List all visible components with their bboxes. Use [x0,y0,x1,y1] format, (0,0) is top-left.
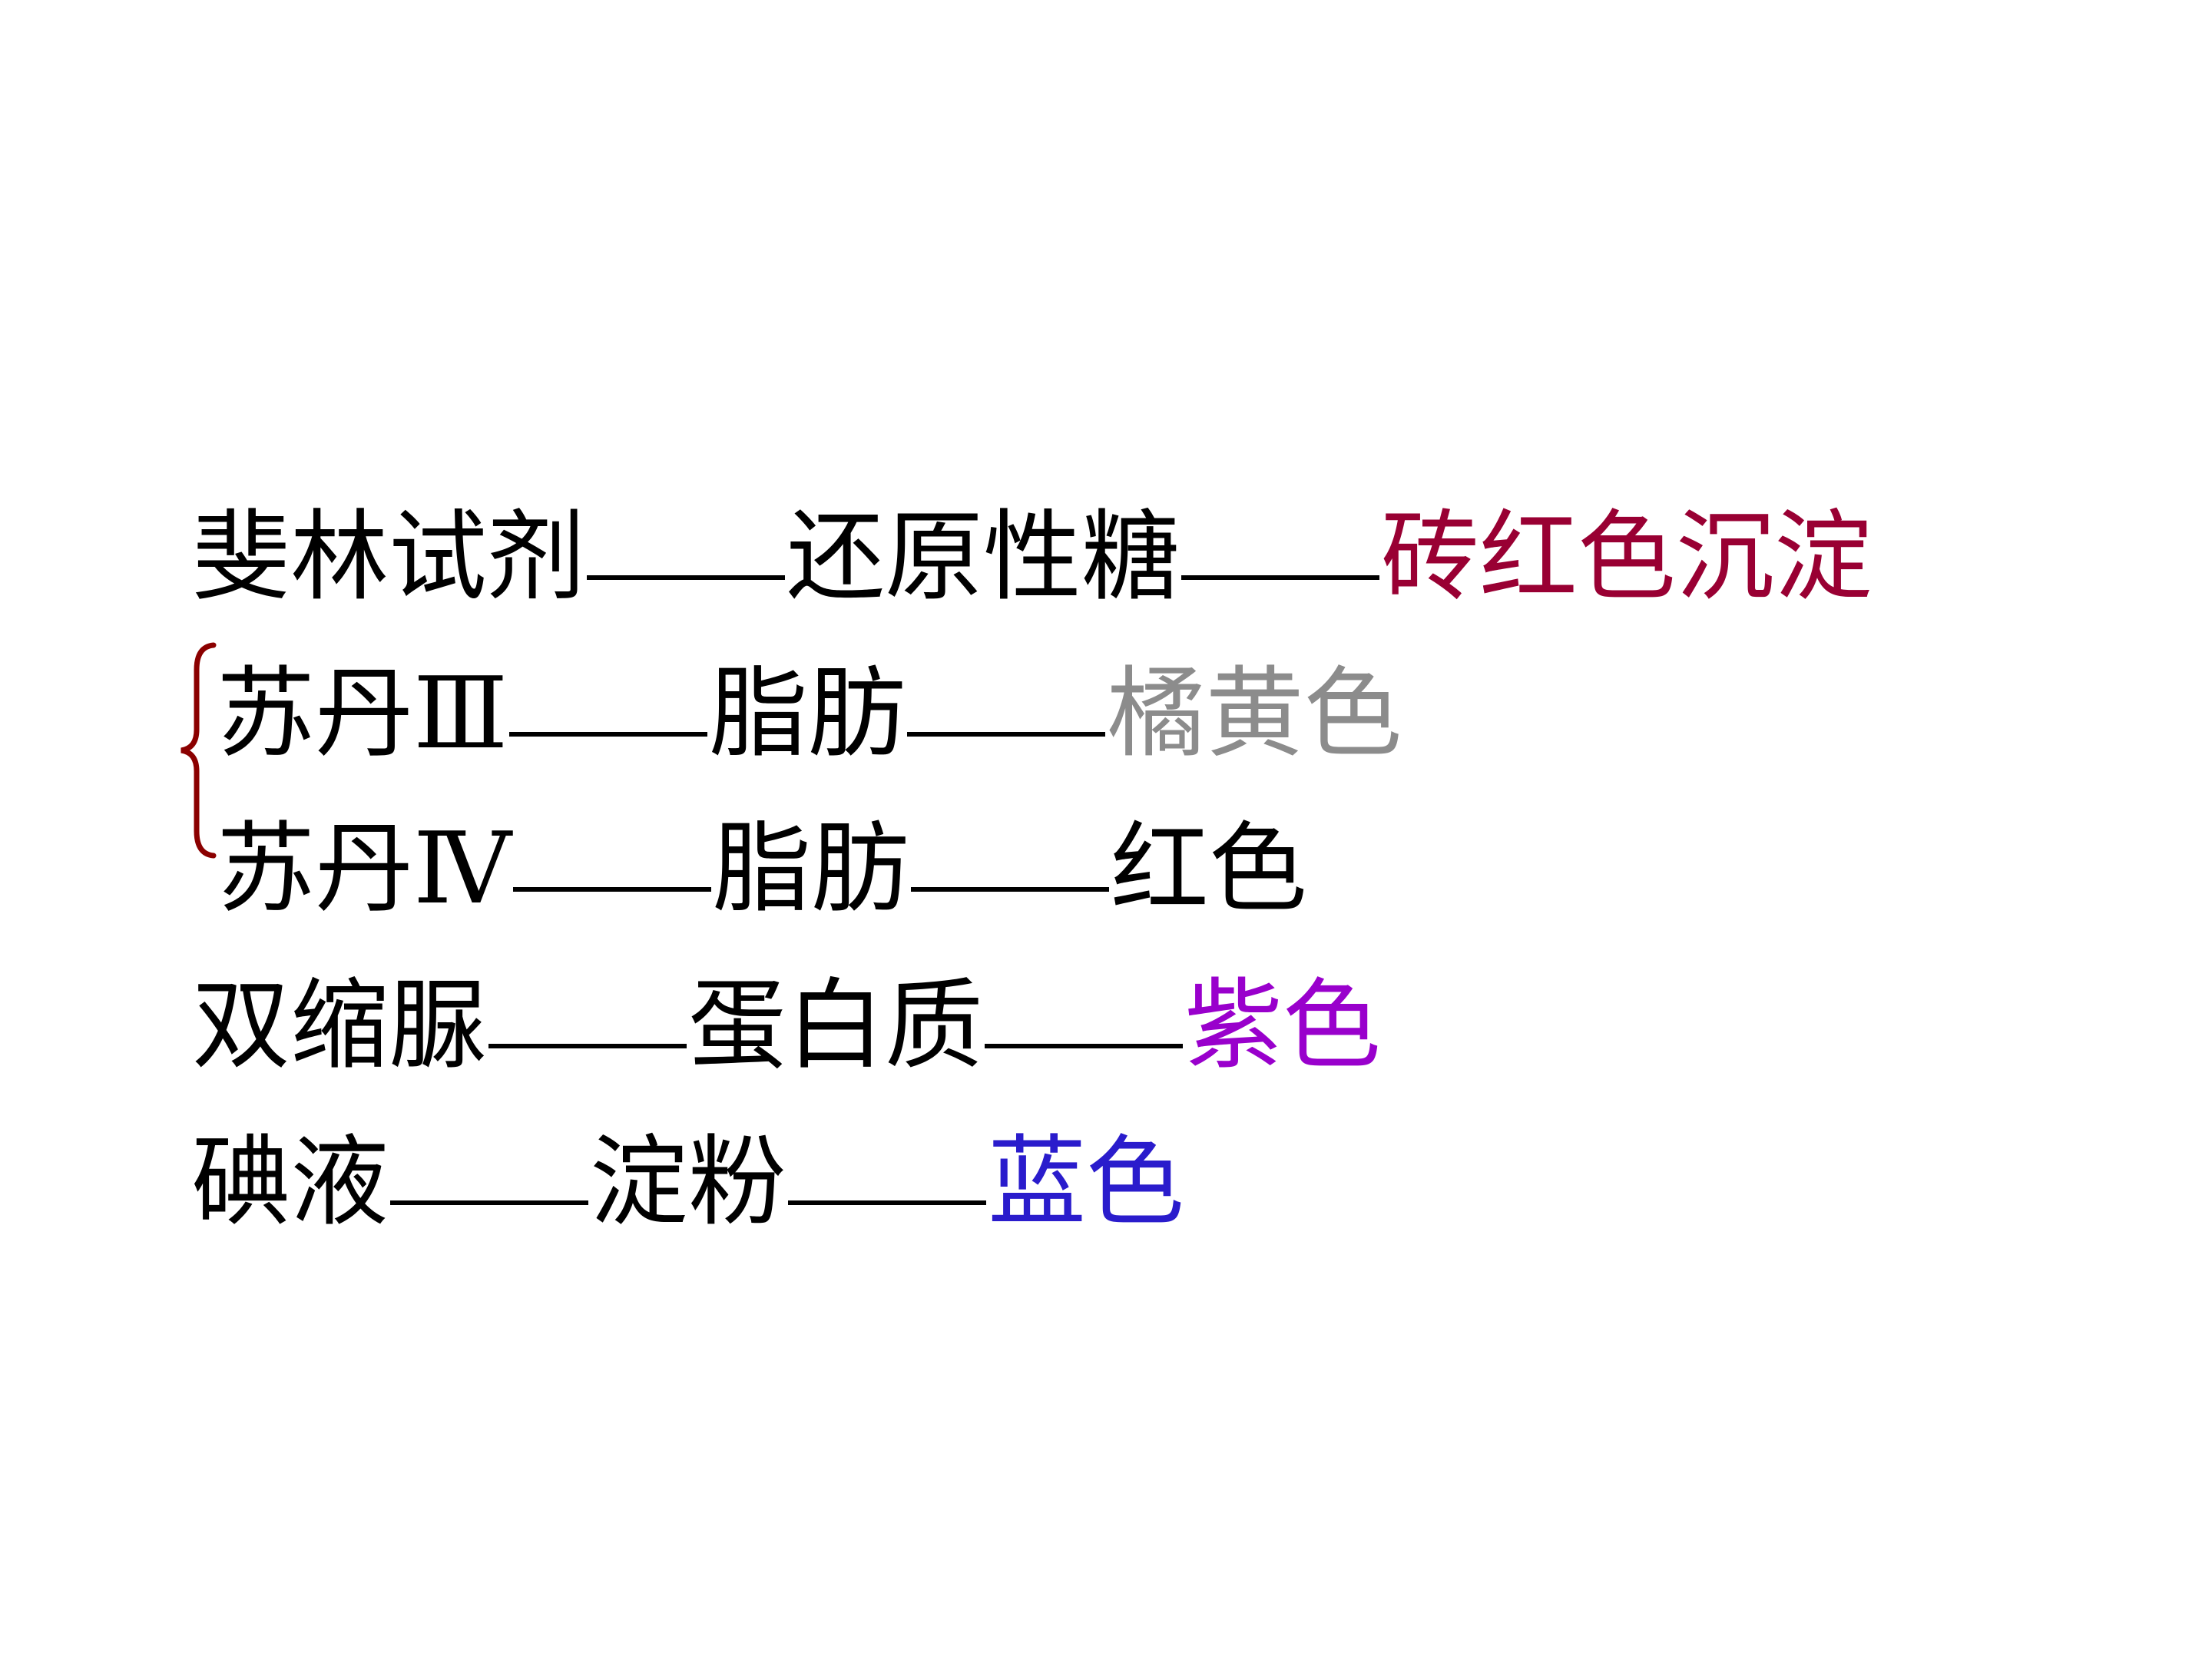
substance-label: 还原性糖 [786,500,1181,614]
dash-separator [509,732,708,737]
reagent-label: 苏丹Ⅲ [217,657,508,771]
dash-separator [587,575,786,580]
result-label: 红色 [1110,812,1307,926]
dash-separator [985,1044,1184,1048]
curly-brace-icon [180,642,217,859]
reagent-label: 碘液 [192,1125,389,1240]
result-label: 橘黄色 [1107,657,1402,771]
dash-separator [910,887,1109,892]
test-row-iodine: 碘液淀粉蓝色 [192,1134,1184,1232]
dash-separator [512,887,711,892]
dash-separator [390,1200,589,1205]
test-row-biuret: 双缩脲蛋白质紫色 [192,977,1381,1075]
substance-label: 淀粉 [590,1125,787,1240]
result-label: 蓝色 [988,1125,1185,1240]
substance-label: 脂肪 [709,657,906,771]
reagent-label: 苏丹Ⅳ [217,812,512,926]
dash-separator [788,1200,987,1205]
reagent-label: 双缩脲 [192,969,488,1083]
test-row-fehling: 斐林试剂还原性糖砖红色沉淀 [192,508,1873,607]
reagent-label: 斐林试剂 [192,500,586,614]
substance-label: 脂肪 [712,812,909,926]
dash-separator [488,1044,687,1048]
dash-separator [907,732,1106,737]
substance-label: 蛋白质 [688,969,984,1083]
result-label: 砖红色沉淀 [1381,500,1873,614]
dash-separator [1181,575,1380,580]
result-label: 紫色 [1184,969,1382,1083]
